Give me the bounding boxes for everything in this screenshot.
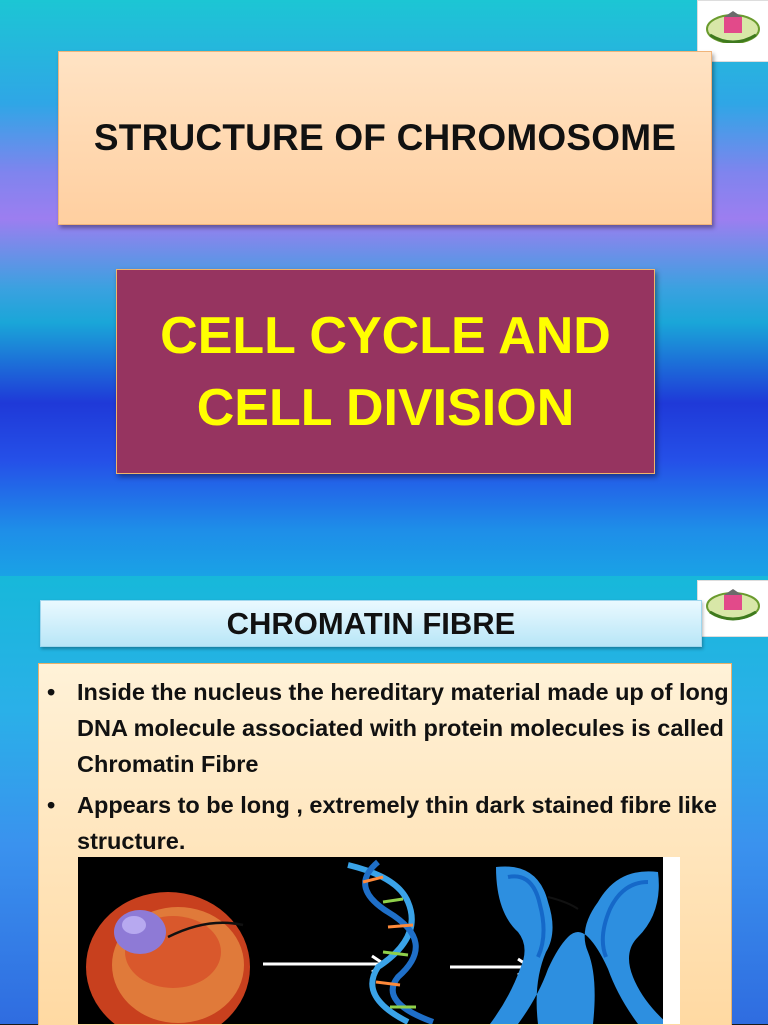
bullet-item: • Appears to be long , extremely thin da… xyxy=(47,787,737,859)
slide-title-box: STRUCTURE OF CHROMOSOME xyxy=(58,51,712,225)
chromatin-figure xyxy=(78,857,680,1024)
subtitle-line-1: CELL CYCLE AND xyxy=(160,306,611,365)
nucleus-cell-icon xyxy=(86,892,250,1024)
subtitle-line-2: CELL DIVISION xyxy=(196,378,575,437)
school-emblem-icon xyxy=(697,0,768,62)
section-heading-bar: CHROMATIN FIBRE xyxy=(40,600,702,647)
arrow-right-icon xyxy=(263,954,387,974)
school-emblem-icon xyxy=(697,580,768,637)
subtitle-box: CELL CYCLE AND CELL DIVISION xyxy=(116,269,655,474)
figure-border xyxy=(663,857,680,1024)
slide-title: STRUCTURE OF CHROMOSOME xyxy=(93,117,677,158)
bullet-text: Inside the nucleus the hereditary materi… xyxy=(77,679,729,777)
bullet-marker: • xyxy=(47,792,56,818)
bullet-marker: • xyxy=(47,679,56,705)
bullet-item: • Inside the nucleus the hereditary mate… xyxy=(47,674,737,782)
section-heading: CHROMATIN FIBRE xyxy=(226,605,516,641)
chromosome-x-icon xyxy=(490,866,668,1024)
dna-helix-icon xyxy=(347,859,435,1024)
bullet-text: Appears to be long , extremely thin dark… xyxy=(77,792,717,854)
arrow-right-icon xyxy=(450,957,533,977)
